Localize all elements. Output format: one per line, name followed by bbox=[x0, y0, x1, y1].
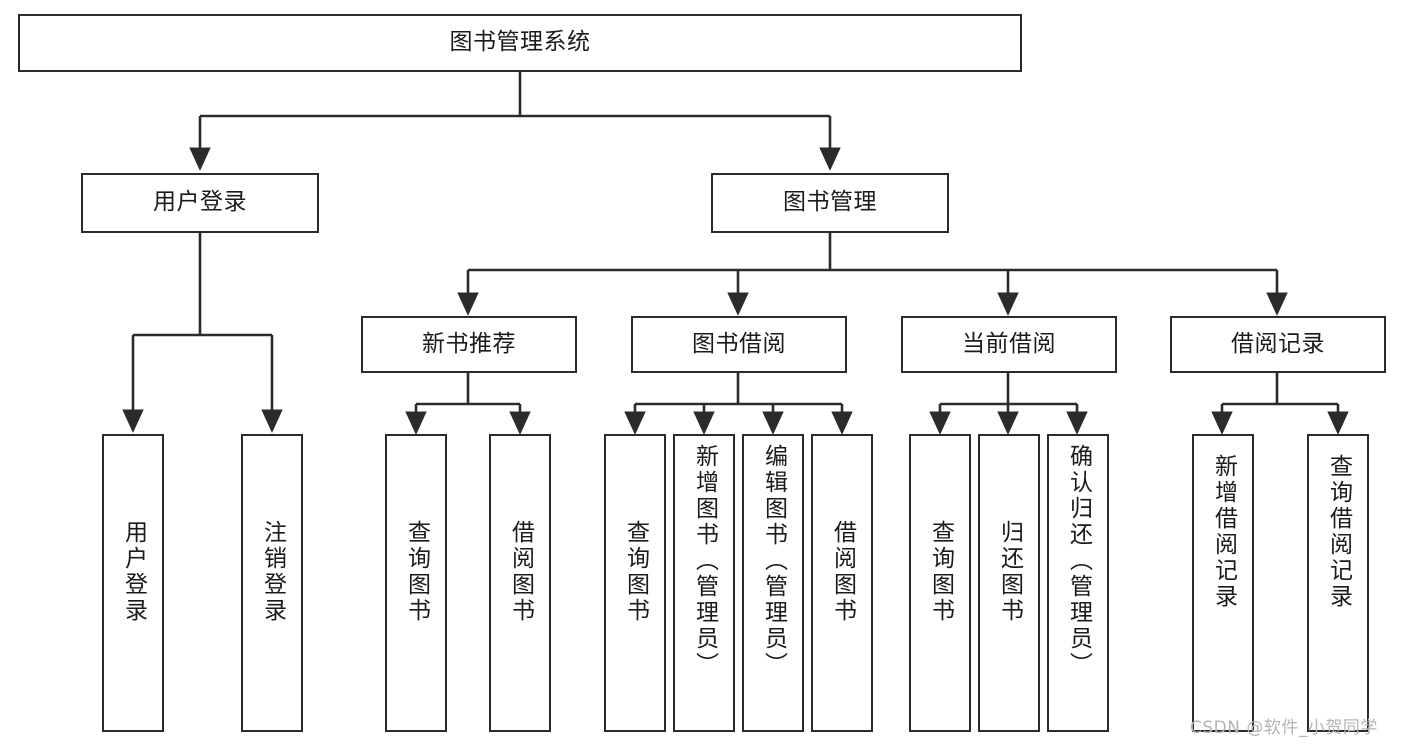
node-leaf-query-book-3[interactable]: 查询图书 bbox=[909, 434, 971, 732]
node-borrow-record[interactable]: 借阅记录 bbox=[1170, 316, 1386, 373]
node-label: 新增图书（管理员） bbox=[691, 444, 718, 678]
node-label: 查询图书 bbox=[622, 520, 649, 624]
node-label: 编辑图书（管理员） bbox=[760, 444, 787, 678]
node-label: 注销登录 bbox=[259, 520, 286, 624]
node-label: 新书推荐 bbox=[422, 330, 516, 357]
node-leaf-add-record[interactable]: 新增借阅记录 bbox=[1192, 434, 1254, 732]
node-label: 借阅图书 bbox=[829, 520, 856, 624]
node-user-login[interactable]: 用户登录 bbox=[81, 173, 319, 233]
node-leaf-add-book-admin[interactable]: 新增图书（管理员） bbox=[673, 434, 735, 732]
node-leaf-query-book-1[interactable]: 查询图书 bbox=[385, 434, 447, 732]
node-label: 归还图书 bbox=[996, 520, 1023, 624]
node-leaf-return-book[interactable]: 归还图书 bbox=[978, 434, 1040, 732]
node-label: 查询借阅记录 bbox=[1325, 454, 1352, 610]
node-label: 查询图书 bbox=[403, 520, 430, 624]
node-label: 图书借阅 bbox=[692, 330, 786, 357]
node-label: 用户登录 bbox=[153, 189, 247, 216]
node-label: 借阅图书 bbox=[507, 520, 534, 624]
node-system-root[interactable]: 图书管理系统 bbox=[18, 14, 1022, 72]
node-leaf-borrow-book-1[interactable]: 借阅图书 bbox=[489, 434, 551, 732]
node-label: 图书管理系统 bbox=[449, 29, 591, 56]
node-leaf-user-login[interactable]: 用户登录 bbox=[102, 434, 164, 732]
node-leaf-query-book-2[interactable]: 查询图书 bbox=[604, 434, 666, 732]
node-label: 用户登录 bbox=[120, 520, 147, 624]
node-label: 当前借阅 bbox=[962, 330, 1056, 357]
node-leaf-confirm-return[interactable]: 确认归还（管理员） bbox=[1047, 434, 1109, 732]
node-label: 新增借阅记录 bbox=[1210, 454, 1237, 610]
node-book-borrow[interactable]: 图书借阅 bbox=[631, 316, 847, 373]
node-label: 查询图书 bbox=[927, 520, 954, 624]
node-label: 确认归还（管理员） bbox=[1065, 444, 1092, 678]
node-label: 借阅记录 bbox=[1231, 330, 1325, 357]
node-leaf-edit-book-admin[interactable]: 编辑图书（管理员） bbox=[742, 434, 804, 732]
node-new-book-recommend[interactable]: 新书推荐 bbox=[361, 316, 577, 373]
node-leaf-user-logout[interactable]: 注销登录 bbox=[241, 434, 303, 732]
node-book-management[interactable]: 图书管理 bbox=[711, 173, 949, 233]
node-leaf-query-record[interactable]: 查询借阅记录 bbox=[1307, 434, 1369, 732]
node-label: 图书管理 bbox=[783, 189, 877, 216]
node-current-borrow[interactable]: 当前借阅 bbox=[901, 316, 1117, 373]
node-leaf-borrow-book-2[interactable]: 借阅图书 bbox=[811, 434, 873, 732]
